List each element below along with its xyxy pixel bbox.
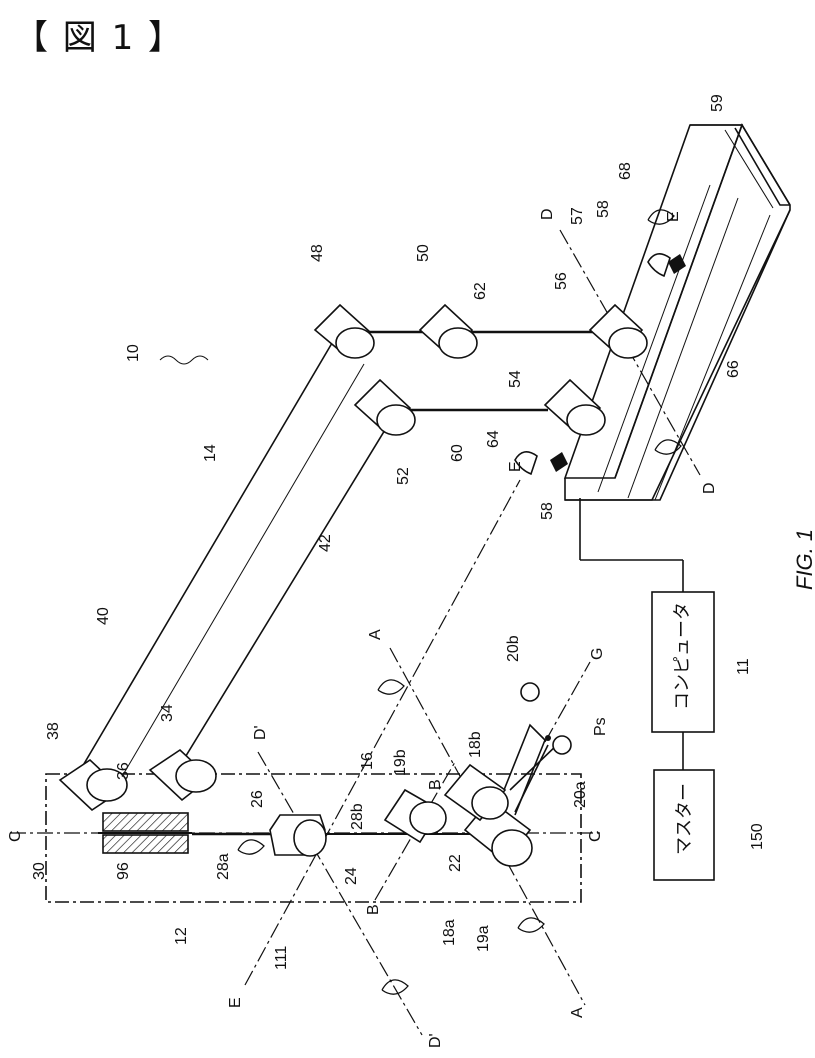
- label-C1: C: [7, 830, 24, 842]
- label-Dp2: D': [427, 1033, 444, 1048]
- axis-Dprime: [258, 752, 422, 1035]
- computer-label: コンピュータ: [672, 602, 692, 710]
- label-11: 11: [735, 658, 752, 675]
- label-26: 26: [249, 790, 266, 808]
- label-19a: 19a: [475, 925, 492, 952]
- label-62: 62: [472, 282, 489, 300]
- rail-14: [78, 338, 335, 774]
- label-E3: E: [227, 997, 244, 1008]
- label-59: 59: [709, 94, 726, 112]
- label-50: 50: [415, 244, 432, 262]
- label-Ps: Ps: [592, 717, 609, 736]
- label-19b: 19b: [392, 749, 409, 776]
- label-22: 22: [447, 854, 464, 872]
- label-10: 10: [125, 344, 142, 362]
- label-A1: A: [367, 629, 384, 640]
- piezo-96: [103, 813, 188, 831]
- rail-40: [120, 364, 364, 780]
- sensor-20b: [521, 683, 539, 701]
- head-58-upper: [648, 254, 670, 276]
- label-34: 34: [159, 704, 176, 722]
- rail-42: [170, 425, 388, 782]
- label-40: 40: [95, 607, 112, 625]
- label-28a: 28a: [215, 853, 232, 880]
- label-60: 60: [449, 444, 466, 462]
- label-58-lower: 58: [539, 502, 556, 520]
- label-D2: D: [701, 482, 718, 494]
- roller-34: [150, 750, 216, 800]
- label-16: 16: [359, 752, 376, 770]
- label-18b: 18b: [467, 731, 484, 758]
- label-30: 30: [31, 862, 48, 880]
- roller-52: [355, 380, 415, 435]
- figure-labels: 10 14 40 42 48 50 62 52 60 64 54 56 57 5…: [7, 94, 815, 1048]
- label-48: 48: [309, 244, 326, 262]
- label-68: 68: [617, 162, 634, 180]
- figure-caption: FIG. 1: [792, 529, 815, 590]
- label-12: 12: [173, 927, 190, 945]
- label-150: 150: [749, 823, 766, 850]
- label-111: 111: [273, 946, 290, 970]
- label-54: 54: [507, 370, 524, 388]
- roller-26: [270, 815, 326, 856]
- label-42: 42: [317, 534, 334, 552]
- label-38: 38: [45, 722, 62, 740]
- axis-G: [545, 662, 590, 742]
- label-64: 64: [485, 430, 502, 448]
- label-57: 57: [569, 207, 586, 225]
- label-24: 24: [343, 867, 360, 885]
- label-18a: 18a: [441, 919, 458, 946]
- label-E2: E: [507, 461, 524, 472]
- roller-50: [420, 305, 477, 358]
- label-28b: 28b: [349, 803, 366, 830]
- label-D1: D: [539, 208, 556, 220]
- label-G: G: [589, 648, 606, 660]
- roller-48: [315, 305, 374, 358]
- label-E1: E: [665, 211, 682, 222]
- label-56: 56: [553, 272, 570, 290]
- label-96: 96: [115, 862, 132, 880]
- label-A2: A: [569, 1007, 586, 1018]
- label-36: 36: [115, 762, 132, 780]
- label-20b: 20b: [505, 635, 522, 662]
- label-14: 14: [202, 444, 219, 462]
- label-52: 52: [395, 467, 412, 485]
- label-58-upper: 58: [595, 200, 612, 218]
- sensor-20a: [553, 736, 571, 754]
- label-Dp1: D': [252, 725, 269, 740]
- label-B2: B: [365, 904, 382, 915]
- label-20a: 20a: [572, 781, 589, 808]
- roller-56: [590, 305, 647, 358]
- label-C2: C: [587, 830, 604, 842]
- master-label: マスター: [674, 783, 694, 855]
- label-66: 66: [725, 360, 742, 378]
- label-B1: B: [427, 779, 444, 790]
